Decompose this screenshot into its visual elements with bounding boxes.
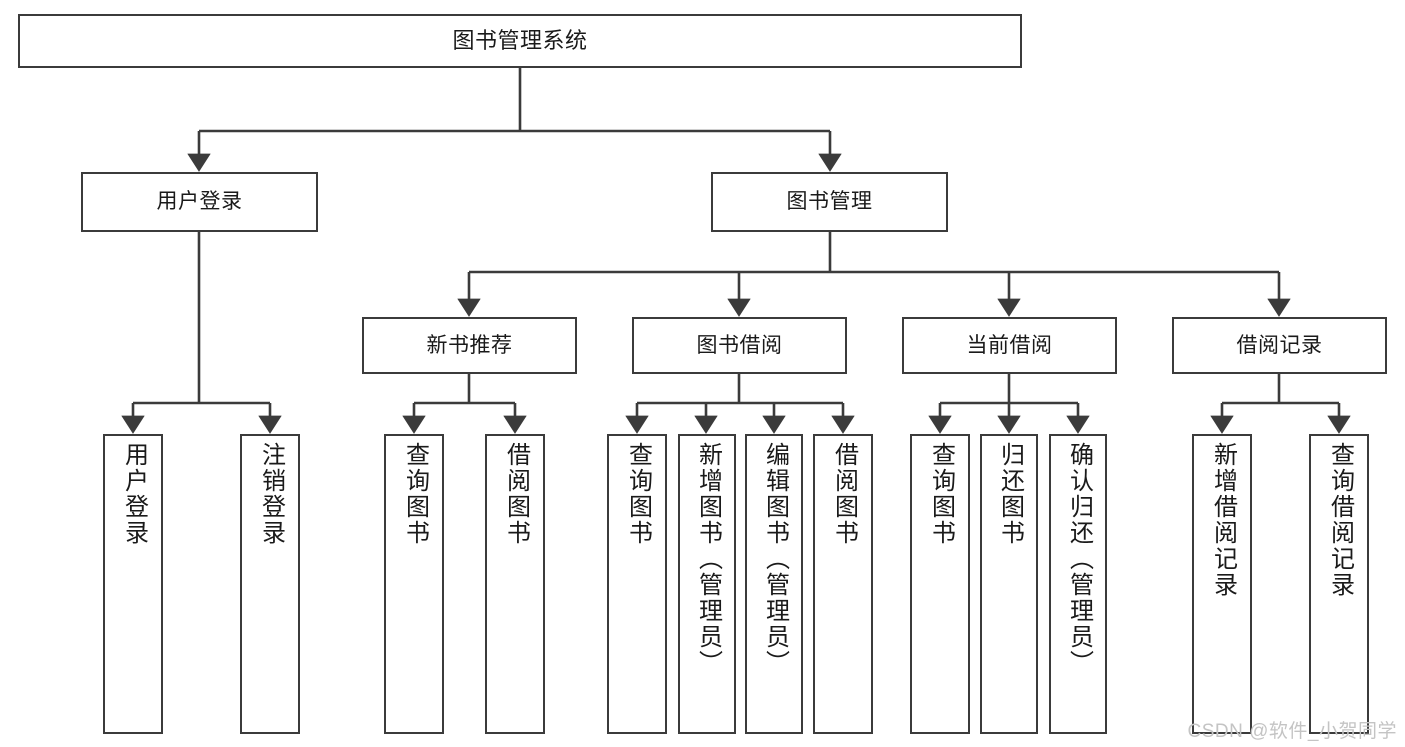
node-leaf-add-record-label: 新增借阅记录 [1209, 442, 1237, 598]
node-book-manage[interactable]: 图书管理 [711, 172, 948, 232]
node-leaf-borrow-book-2[interactable]: 借阅图书 [813, 434, 873, 734]
node-new-book-rec[interactable]: 新书推荐 [362, 317, 577, 374]
node-leaf-user-logout-label: 注销登录 [257, 442, 285, 546]
node-leaf-borrow-book-1-label: 借阅图书 [502, 442, 530, 546]
node-leaf-query-book-3-label: 查询图书 [927, 442, 955, 546]
node-leaf-return-book-label: 归还图书 [996, 442, 1024, 546]
node-leaf-edit-book[interactable]: 编辑图书（管理员） [745, 434, 803, 734]
node-leaf-return-book[interactable]: 归还图书 [980, 434, 1038, 734]
node-leaf-query-book-3[interactable]: 查询图书 [910, 434, 970, 734]
node-leaf-confirm-return-label: 确认归还（管理员） [1065, 442, 1093, 676]
node-leaf-add-book-label: 新增图书（管理员） [694, 442, 722, 676]
node-leaf-confirm-return[interactable]: 确认归还（管理员） [1049, 434, 1107, 734]
node-book-manage-label: 图书管理 [786, 190, 873, 214]
node-leaf-borrow-book-1[interactable]: 借阅图书 [485, 434, 545, 734]
node-leaf-user-login[interactable]: 用户登录 [103, 434, 163, 734]
node-current-borrow[interactable]: 当前借阅 [902, 317, 1117, 374]
node-leaf-query-record-label: 查询借阅记录 [1326, 442, 1354, 598]
node-leaf-borrow-book-2-label: 借阅图书 [830, 442, 858, 546]
node-borrow-record[interactable]: 借阅记录 [1172, 317, 1387, 374]
node-leaf-user-logout[interactable]: 注销登录 [240, 434, 300, 734]
node-book-borrow[interactable]: 图书借阅 [632, 317, 847, 374]
node-leaf-query-book-1-label: 查询图书 [401, 442, 429, 546]
node-leaf-query-book-2-label: 查询图书 [624, 442, 652, 546]
node-leaf-user-login-label: 用户登录 [120, 442, 148, 546]
node-root-label: 图书管理系统 [452, 27, 588, 53]
node-user-login-label: 用户登录 [156, 190, 243, 214]
node-leaf-add-book[interactable]: 新增图书（管理员） [678, 434, 736, 734]
node-borrow-record-label: 借阅记录 [1236, 333, 1323, 357]
node-leaf-add-record[interactable]: 新增借阅记录 [1192, 434, 1252, 734]
node-leaf-query-book-1[interactable]: 查询图书 [384, 434, 444, 734]
node-new-book-rec-label: 新书推荐 [426, 333, 513, 357]
node-root[interactable]: 图书管理系统 [18, 14, 1022, 68]
node-leaf-query-record[interactable]: 查询借阅记录 [1309, 434, 1369, 734]
node-leaf-query-book-2[interactable]: 查询图书 [607, 434, 667, 734]
node-leaf-edit-book-label: 编辑图书（管理员） [761, 442, 789, 676]
node-user-login[interactable]: 用户登录 [81, 172, 318, 232]
node-book-borrow-label: 图书借阅 [696, 333, 783, 357]
node-current-borrow-label: 当前借阅 [966, 333, 1053, 357]
csdn-watermark: CSDN @软件_小贺同学 [1187, 721, 1397, 742]
